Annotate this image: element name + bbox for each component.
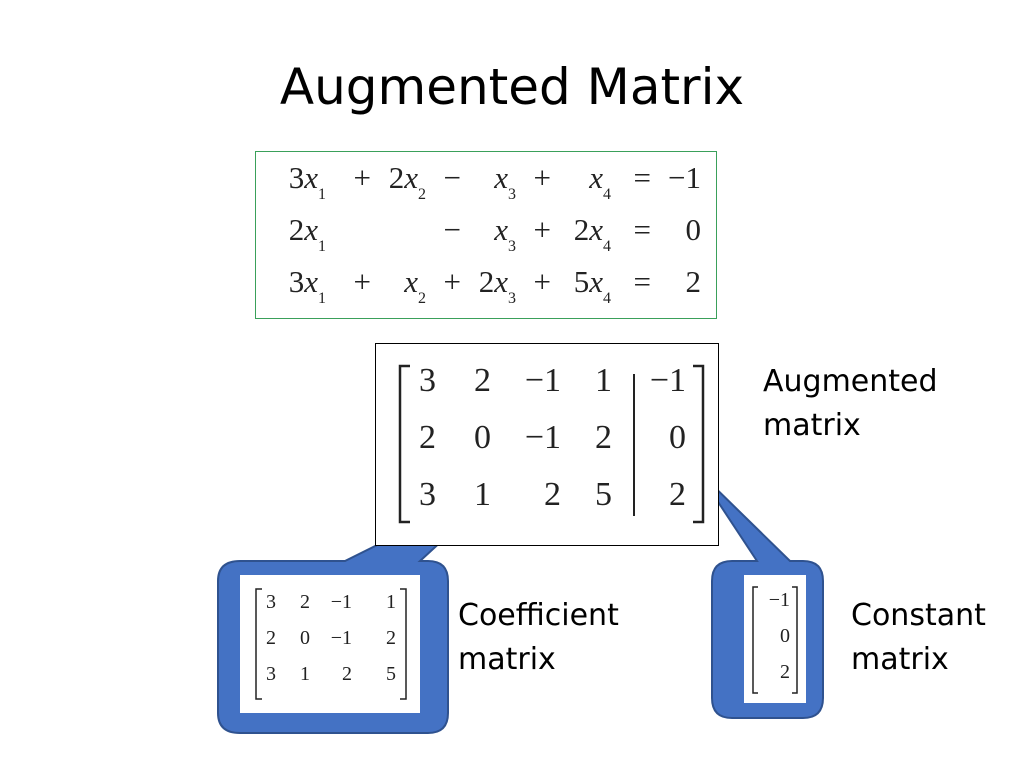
constant-label-line1: Constant	[851, 598, 986, 633]
matrix-cell: 3	[419, 476, 436, 513]
augmented-brackets	[398, 364, 705, 524]
matrix-cell: 1	[300, 663, 310, 685]
equation-term: +	[443, 264, 461, 299]
equation-term: 2x2	[388, 160, 426, 204]
matrix-cell: 2	[669, 476, 686, 513]
matrix-cell: −1	[330, 627, 352, 649]
matrix-cell: 2	[595, 419, 612, 456]
equation-term: =	[633, 264, 651, 299]
constant-brackets	[752, 586, 798, 694]
matrix-cell: 3	[266, 591, 276, 613]
coefficient-brackets	[255, 588, 407, 700]
equation-term: 5x4	[573, 264, 611, 308]
equation-term: +	[533, 212, 551, 247]
equation-term: 3x1	[288, 160, 326, 204]
matrix-cell: 3	[419, 362, 436, 399]
equation-term: x4	[589, 160, 611, 204]
matrix-cell: 0	[780, 625, 790, 647]
constant-matrix: −1 0 2	[744, 575, 806, 703]
equation-term: −	[443, 212, 461, 247]
equation-term: =	[633, 212, 651, 247]
matrix-cell: 2	[300, 591, 310, 613]
coefficient-label: Coefficient matrix	[458, 594, 619, 682]
matrix-cell: 5	[386, 663, 396, 685]
equation-term: 0	[685, 212, 702, 247]
constant-label: Constant matrix	[851, 594, 986, 682]
matrix-cell: 0	[300, 627, 310, 649]
coefficient-matrix: 3 2 −1 1 2 0 −1 2 3 1 2 5	[240, 575, 420, 713]
augmented-label: Augmented matrix	[763, 360, 938, 448]
coefficient-label-line2: matrix	[458, 642, 556, 677]
equation-term: +	[353, 160, 371, 195]
matrix-cell: 5	[595, 476, 612, 513]
slide-title: Augmented Matrix	[279, 58, 745, 116]
matrix-cell: 1	[595, 362, 612, 399]
equation-term: +	[353, 264, 371, 299]
equation-term: 2	[685, 264, 702, 299]
constant-label-line2: matrix	[851, 642, 949, 677]
matrix-cell: −1	[649, 362, 686, 399]
equation-term: =	[633, 160, 651, 195]
coefficient-label-line1: Coefficient	[458, 598, 619, 633]
matrix-cell: 2	[266, 627, 276, 649]
equation-term: 2x4	[573, 212, 611, 256]
equation-term: 2x1	[288, 212, 326, 256]
matrix-cell: 2	[474, 362, 491, 399]
augmented-label-line2: matrix	[763, 408, 861, 443]
matrix-cell: −1	[330, 591, 352, 613]
matrix-cell: 2	[544, 476, 561, 513]
augmented-label-line1: Augmented	[763, 364, 938, 399]
equation-term: +	[533, 160, 551, 195]
matrix-cell: 3	[266, 663, 276, 685]
matrix-cell: 2	[386, 627, 396, 649]
equation-term: x2	[404, 264, 426, 308]
system-of-equations: 3x1 +2x2−x3 + x4 = −1 2x1 −x3 +2x4 = 0 3x1 + x2 +2x3 +5…	[255, 151, 717, 319]
matrix-cell: 2	[419, 419, 436, 456]
matrix-cell: 1	[474, 476, 491, 513]
equation-term: x3	[494, 160, 516, 204]
matrix-cell: 2	[342, 663, 352, 685]
matrix-cell: 2	[780, 661, 790, 683]
matrix-cell: −1	[524, 362, 561, 399]
matrix-cell: −1	[768, 589, 790, 611]
matrix-cell: 1	[386, 591, 396, 613]
equation-term: +	[533, 264, 551, 299]
equation-term: −1	[668, 160, 701, 195]
equation-term: x3	[494, 212, 516, 256]
equation-term: 2x3	[478, 264, 516, 308]
equation-term: 3x1	[288, 264, 326, 308]
matrix-cell: 0	[669, 419, 686, 456]
matrix-cell: −1	[524, 419, 561, 456]
equation-term: −	[443, 160, 461, 195]
matrix-cell: 0	[474, 419, 491, 456]
